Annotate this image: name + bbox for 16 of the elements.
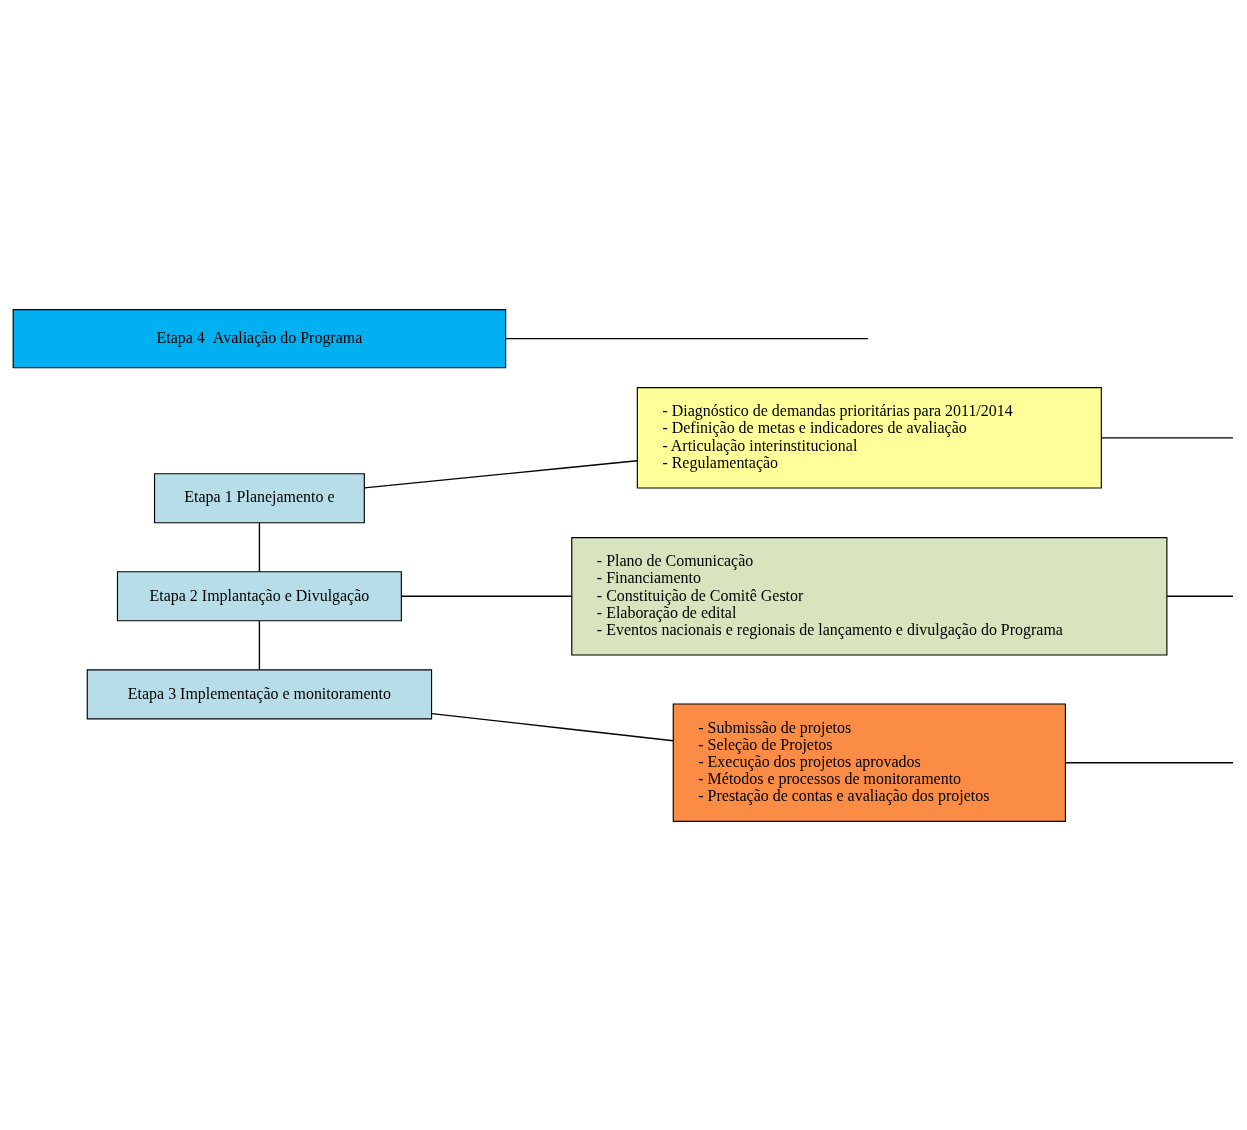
connector xyxy=(258,619,261,670)
node-box: Etapa 3 Implementação e monitoramento xyxy=(86,668,433,719)
node-box: Etapa 1 Planejamento e xyxy=(153,472,365,523)
connector xyxy=(400,595,573,597)
node-box: - Plano de Comunicação - Financiamento - Constituição de Comitê Gestor - Elaboração de edital - Eventos nacionais e regionais de lançamento e divulgação do Programa xyxy=(571,536,1168,656)
node-box: - Submissão de projetos - Seleção de Projetos - Execução dos projetos aprovados - Métodos e processos de monitoramento - Prestação de contas e avaliação dos projetos xyxy=(672,702,1066,822)
node-box: Etapa 4 Avaliação do Programa xyxy=(12,308,507,368)
connector xyxy=(258,521,261,572)
connector xyxy=(1100,436,1234,438)
node-box: - Diagnóstico de demandas prioritárias para 2011/2014 - Definição de metas e indicadores de avaliação - Articulação interinstitucional - Regulamentação xyxy=(636,386,1102,489)
connector xyxy=(505,337,869,339)
connector xyxy=(363,459,638,489)
connector xyxy=(431,712,674,741)
node-box: Etapa 2 Implantação e Divulgação xyxy=(116,570,402,621)
connector xyxy=(1064,761,1234,763)
connector xyxy=(1166,595,1234,597)
